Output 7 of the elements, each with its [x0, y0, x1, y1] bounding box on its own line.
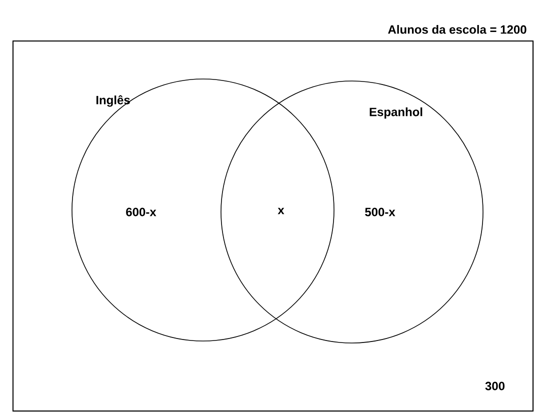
region-value: 500-x [365, 208, 396, 216]
set-label: Espanhol [370, 107, 422, 119]
region-value: x [278, 208, 284, 214]
set-label: Inglês [96, 95, 130, 107]
region-value: 300 [485, 382, 505, 390]
region-value: 600-x [126, 208, 156, 216]
node-label: Alunos da escola = 1200 [388, 24, 526, 34]
